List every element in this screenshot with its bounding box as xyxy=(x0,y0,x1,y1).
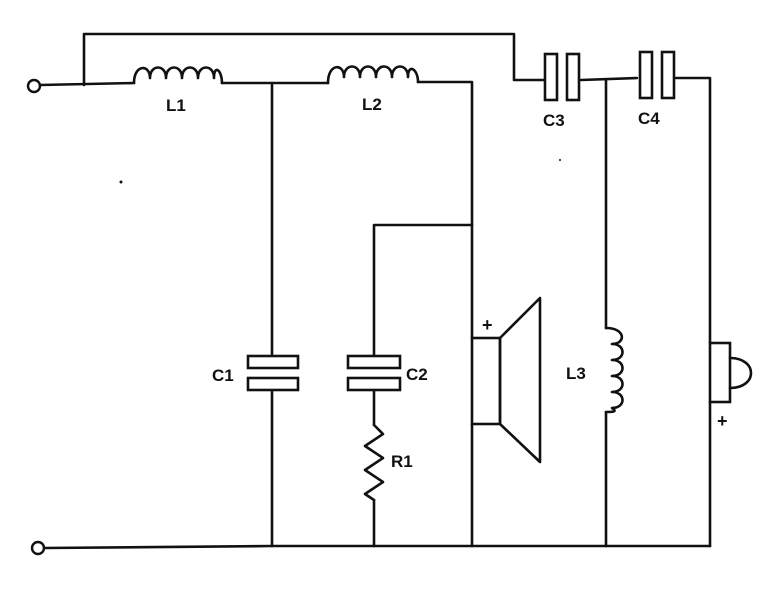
capacitor-c2 xyxy=(346,354,402,392)
bottom-bus-wire xyxy=(42,544,712,550)
capacitor-c1 xyxy=(246,354,300,392)
resistor-r1 xyxy=(363,423,385,502)
input-terminal-top[interactable] xyxy=(26,78,42,94)
label-r1: R1 xyxy=(391,452,413,471)
inductor-l2 xyxy=(326,65,420,85)
branch-c2-r1-wires xyxy=(372,223,474,548)
woofer-speaker-icon xyxy=(470,296,542,464)
label-l1: L1 xyxy=(166,96,186,115)
woofer-polarity-mark: + xyxy=(482,315,493,335)
label-l2: L2 xyxy=(362,95,382,114)
capacitor-c4 xyxy=(638,50,676,100)
label-c4: C4 xyxy=(638,109,660,128)
top-bus-wires xyxy=(38,32,712,345)
label-c1: C1 xyxy=(212,366,234,385)
input-terminal-bottom[interactable] xyxy=(30,540,46,556)
label-c2: C2 xyxy=(406,365,428,384)
tweeter-icon xyxy=(708,341,753,404)
tweeter-polarity-mark: + xyxy=(717,411,728,431)
inductor-l1 xyxy=(132,66,224,85)
capacitor-c3 xyxy=(543,52,581,102)
inductor-l3 xyxy=(604,326,624,414)
label-l3: L3 xyxy=(566,364,586,383)
scan-specks xyxy=(119,159,561,184)
label-c3: C3 xyxy=(543,111,565,130)
